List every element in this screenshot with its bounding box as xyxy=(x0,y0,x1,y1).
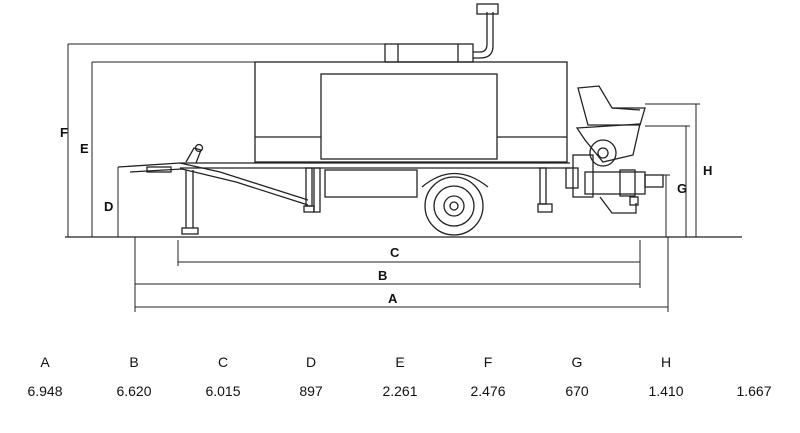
spec-header-d: D xyxy=(305,354,317,370)
dimension-label-g: G xyxy=(677,181,687,196)
spec-value: 1.410 xyxy=(648,383,684,399)
spec-table-header-row: A B C D E F G H xyxy=(0,354,800,374)
spec-value: 2.261 xyxy=(382,383,418,399)
trailer-pump-outline xyxy=(117,3,664,236)
dimension-label-h: H xyxy=(703,163,712,178)
dimension-label-a: A xyxy=(388,291,398,306)
dimension-label-d: D xyxy=(104,199,113,214)
spec-table-value-row: 6.948 6.620 6.015 897 2.261 2.476 670 1.… xyxy=(0,383,800,403)
dimension-label-f: F xyxy=(60,125,68,140)
spec-header-f: F xyxy=(483,354,493,370)
spec-header-a: A xyxy=(40,354,50,370)
dimension-label-e: E xyxy=(80,141,89,156)
dimension-label-b: B xyxy=(378,268,387,283)
dimension-label-c: C xyxy=(390,245,400,260)
spec-value: 6.620 xyxy=(116,383,152,399)
spec-value: 670 xyxy=(565,383,589,399)
trailer-pump-dimension-drawing: A B C D E F G H xyxy=(60,3,742,312)
spec-value: 6.015 xyxy=(205,383,241,399)
spec-header-g: G xyxy=(571,354,583,370)
spec-header-b: B xyxy=(129,354,139,370)
spec-header-c: C xyxy=(217,354,229,370)
spec-header-h: H xyxy=(660,354,672,370)
spec-value: 6.948 xyxy=(27,383,63,399)
spec-value: 2.476 xyxy=(470,383,506,399)
dimension-lines xyxy=(67,43,700,312)
spec-value: 1.667 xyxy=(736,383,772,399)
spec-value: 897 xyxy=(299,383,323,399)
spec-header-e: E xyxy=(395,354,405,370)
